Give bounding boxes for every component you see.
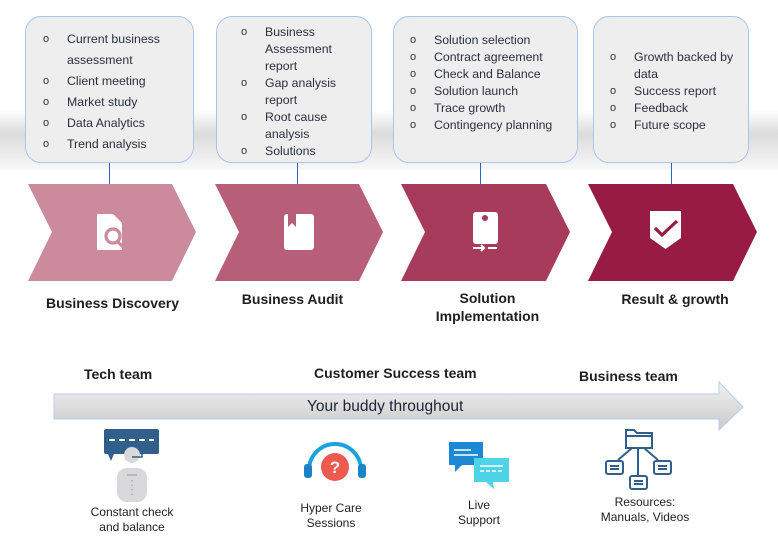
svg-text:?: ? — [330, 458, 340, 477]
service-label-line: Sessions — [306, 515, 356, 530]
support-agent-icon — [104, 429, 159, 502]
chat-bubbles-icon — [449, 442, 509, 489]
service-label-line: Support — [457, 512, 501, 527]
service-label-line: Hyper Care — [300, 501, 362, 515]
shield-check-icon — [650, 211, 681, 249]
folder-tree-icon — [605, 429, 672, 490]
headset-question-icon: ? — [304, 442, 366, 481]
bookmark-book-icon — [284, 214, 314, 250]
service-label-line: Live — [467, 498, 490, 512]
team-label-business: Business team — [579, 368, 678, 384]
service-label-line: Resources: — [614, 495, 676, 509]
stage-title-line: Implementation — [435, 308, 540, 324]
banner-text-wrap: Your buddy throughout — [54, 398, 719, 418]
connector-line — [297, 163, 298, 184]
connector-line — [109, 163, 110, 184]
stage-title-business-discovery: Business Discovery — [45, 295, 180, 311]
team-label-tech: Tech team — [84, 366, 153, 382]
process-chevrons — [28, 184, 757, 281]
service-label-constant-check: Constant check and balance — [72, 505, 192, 534]
service-label-line: Manuals, Videos — [600, 509, 690, 524]
service-label-resources: Resources: Manuals, Videos — [590, 495, 700, 524]
connector-line — [671, 163, 672, 184]
connector-line — [480, 163, 481, 184]
document-search-icon — [97, 214, 126, 250]
team-label-customer-success: Customer Success team — [314, 365, 477, 381]
stage-title-business-audit: Business Audit — [241, 291, 344, 307]
stage-title-line: Solution — [459, 290, 516, 306]
service-label-hyper-care: Hyper Care Sessions — [275, 501, 387, 530]
banner-text: Your buddy throughout — [307, 398, 464, 415]
stage-title-result-growth: Result & growth — [621, 291, 729, 307]
stage-title-solution-implementation: Solution Implementation — [405, 289, 570, 325]
service-label-live-support: Live Support — [429, 498, 529, 527]
device-transfer-icon — [473, 212, 498, 252]
service-label-line: and balance — [99, 519, 165, 534]
service-label-line: Constant check — [90, 505, 174, 519]
